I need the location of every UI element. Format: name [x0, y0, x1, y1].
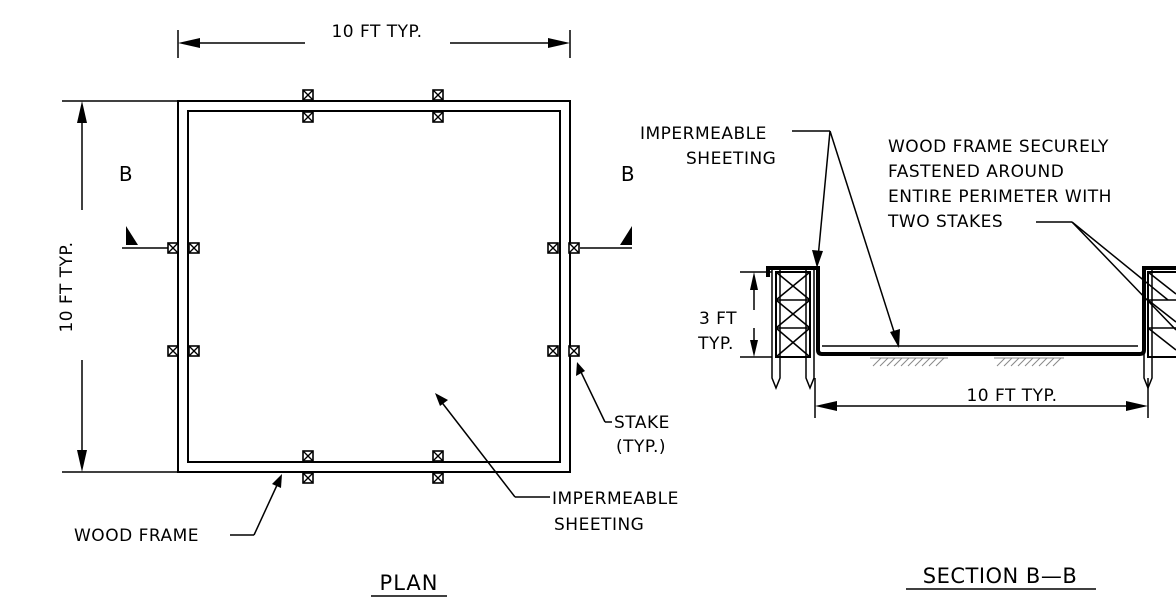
section-height-label-line2: TYP.	[697, 334, 734, 354]
stake-icon	[432, 450, 444, 462]
plan-wood-frame	[177, 100, 571, 473]
plan-title: PLAN	[380, 571, 439, 595]
section-view: 3 FT TYP. 10 FT TYP. IMPERMEABLE SHEETIN…	[640, 124, 1176, 590]
section-width-dimension: 10 FT TYP.	[814, 378, 1149, 418]
plan-view: 10 FT TYP. 10 FT TYP.	[57, 22, 679, 597]
section-mark-left: B	[119, 162, 133, 186]
stake-icon	[302, 450, 314, 462]
plan-sheeting-label-line1: IMPERMEABLE	[552, 489, 679, 509]
plan-width-label: 10 FT TYP.	[331, 22, 422, 42]
section-sheeting-label-line1: IMPERMEABLE	[640, 124, 767, 144]
frame-note-line2: FASTENED AROUND	[888, 162, 1064, 182]
stake-icon	[432, 89, 444, 101]
stake-label-line1: STAKE	[614, 413, 670, 433]
section-sheeting-label-line2: SHEETING	[686, 149, 776, 169]
section-height-dimension: 3 FT TYP.	[697, 271, 772, 358]
section-mark-right: B	[621, 162, 635, 186]
plan-sheeting-label-line2: SHEETING	[554, 515, 644, 535]
frame-label: WOOD FRAME	[74, 526, 199, 546]
frame-note-line4: TWO STAKES	[887, 212, 1003, 232]
frame-note-line1: WOOD FRAME SECURELY	[888, 137, 1109, 157]
section-sheeting-callout: IMPERMEABLE SHEETING	[640, 124, 900, 348]
stake-icon	[568, 345, 580, 357]
stake-icon	[547, 242, 559, 254]
section-cut-right: B	[580, 162, 635, 249]
stake-icon	[167, 345, 179, 357]
stake-icon	[188, 345, 200, 357]
stake-icon	[432, 472, 444, 484]
plan-sheeting-callout: IMPERMEABLE SHEETING	[435, 393, 679, 535]
stake-callout: STAKE (TYP.)	[576, 362, 670, 457]
section-title-group: SECTION B—B	[906, 564, 1096, 590]
plan-title-group: PLAN	[371, 571, 447, 597]
section-width-label: 10 FT TYP.	[966, 386, 1057, 406]
section-title: SECTION B—B	[923, 564, 1078, 588]
section-cut-left: B	[119, 162, 168, 249]
ground-hatch-right	[994, 357, 1064, 367]
stake-icon	[302, 89, 314, 101]
frame-callout: WOOD FRAME	[74, 474, 282, 546]
stake-icon	[432, 111, 444, 123]
section-height-label-line1: 3 FT	[699, 309, 737, 329]
plan-stakes	[167, 89, 580, 484]
section-sheeting	[766, 266, 1176, 356]
stake-icon	[188, 242, 200, 254]
section-frame-callout: WOOD FRAME SECURELY FASTENED AROUND ENTI…	[887, 137, 1176, 331]
plan-width-dimension: 10 FT TYP.	[177, 22, 571, 58]
stake-icon	[568, 242, 580, 254]
plan-height-label: 10 FT TYP.	[57, 241, 77, 332]
plan-height-dimension: 10 FT TYP.	[57, 100, 178, 473]
stake-icon	[302, 472, 314, 484]
stake-icon	[167, 242, 179, 254]
section-left-frame	[771, 266, 815, 391]
stake-label-line2: (TYP.)	[616, 437, 666, 457]
frame-note-line3: ENTIRE PERIMETER WITH	[888, 187, 1112, 207]
ground-hatch-left	[870, 357, 948, 367]
stake-icon	[302, 111, 314, 123]
stake-icon	[547, 345, 559, 357]
